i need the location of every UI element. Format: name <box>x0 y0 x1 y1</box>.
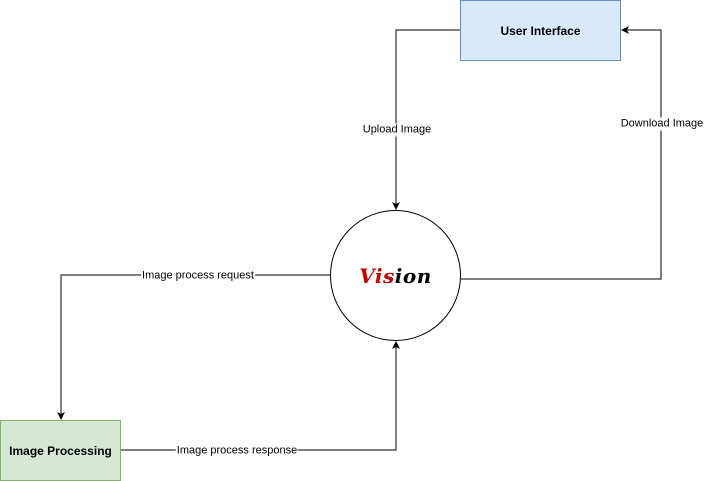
edge-upload-image <box>392 29 460 210</box>
upload-image-label: Upload Image <box>361 123 433 137</box>
edge-image-process-request <box>57 274 330 420</box>
edge-download-image <box>461 26 662 280</box>
vision-logo-red-part: Vis <box>359 263 395 288</box>
user-interface-label: User Interface <box>500 23 581 38</box>
vision-logo: Vision <box>359 264 432 288</box>
vision-node[interactable]: Vision <box>330 210 461 341</box>
image-processing-label: Image Processing <box>9 443 112 458</box>
download-image-label: Download Image <box>619 117 704 131</box>
user-interface-node[interactable]: User Interface <box>460 0 621 61</box>
image-process-response-label: Image process response <box>175 444 299 458</box>
edge-image-process-response <box>121 341 400 451</box>
image-process-request-label: Image process request <box>141 269 255 283</box>
image-processing-node[interactable]: Image Processing <box>0 420 121 481</box>
vision-logo-black-part: ion <box>394 263 432 288</box>
